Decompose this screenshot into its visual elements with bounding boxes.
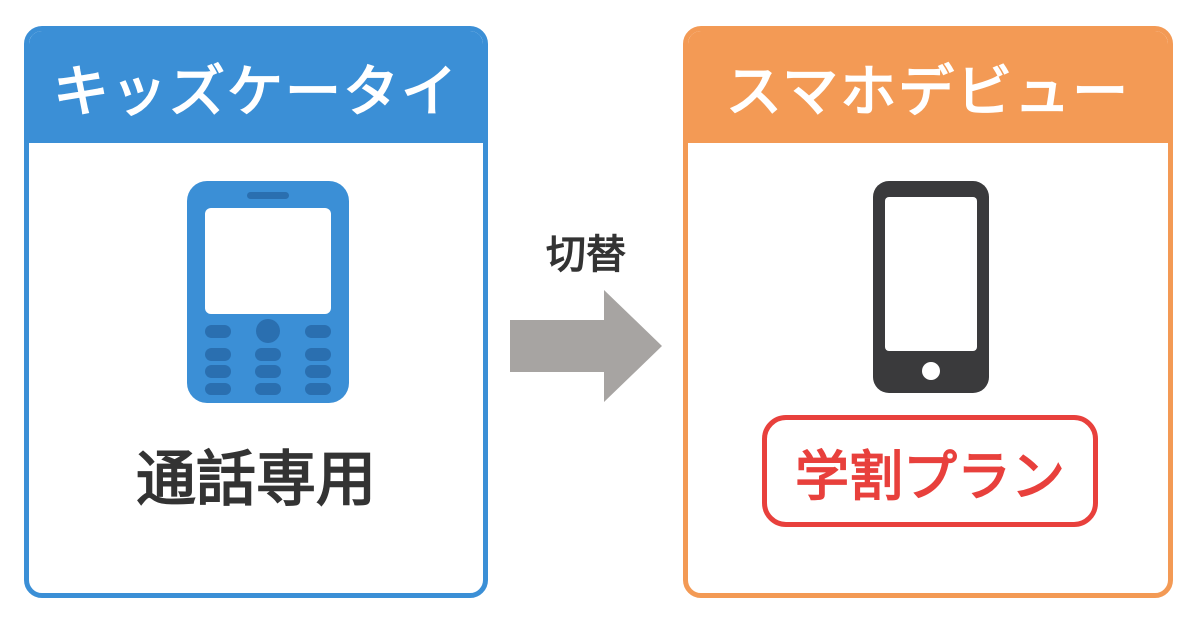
call-only-caption: 通話専用 [136,445,376,515]
kids-phone-panel: キッズケータイ 通話専用 [24,26,488,598]
smartphone-debut-title: スマホデビュー [688,31,1168,143]
kids-phone-title: キッズケータイ [29,31,483,143]
arrow-right-icon [510,290,662,402]
student-discount-badge: 学割プラン [762,415,1098,527]
smartphone-debut-panel: スマホデビュー 学割プラン [683,26,1173,598]
feature-phone-icon [187,181,349,403]
smartphone-icon [873,181,989,393]
switch-label: 切替 [546,232,626,278]
